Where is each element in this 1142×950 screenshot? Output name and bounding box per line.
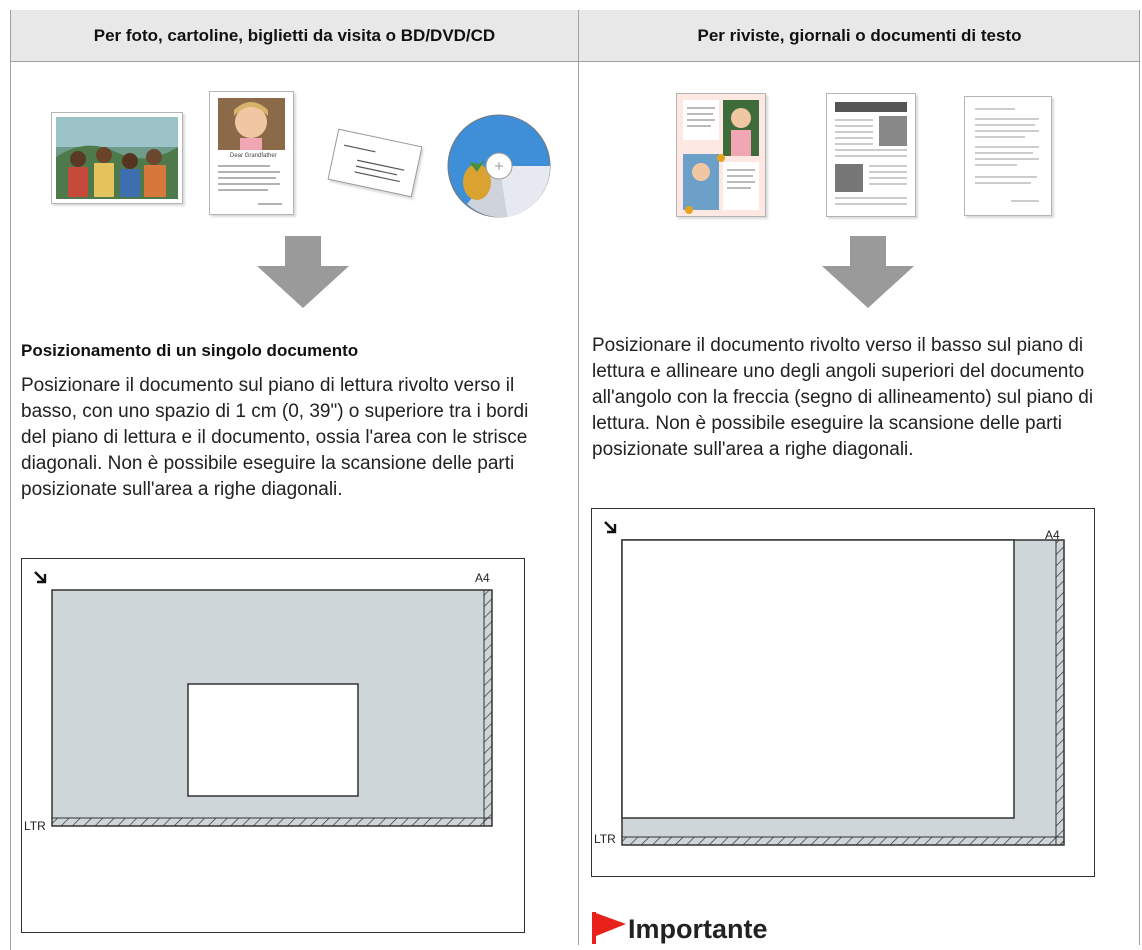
section-subheading: Posizionamento di un singolo documento — [21, 341, 359, 360]
column-header-photos: Per foto, cartoline, biglietti da visita… — [11, 10, 578, 62]
down-arrow-icon — [257, 236, 349, 308]
ltr-label: LTR — [24, 819, 46, 833]
a4-label: A4 — [1045, 528, 1060, 542]
ltr-label: LTR — [594, 832, 616, 846]
family-photo-image — [56, 117, 178, 199]
a4-label: A4 — [475, 571, 490, 585]
photo-thumbnail — [51, 112, 183, 204]
right-instructions: Posizionare il documento rivolto verso i… — [592, 335, 1094, 460]
postcard-image — [218, 98, 285, 205]
important-heading: Importante — [628, 914, 768, 944]
platen-drawing — [51, 589, 493, 827]
platen-diagram-document: A4 LTR — [591, 508, 1095, 877]
disc-image — [447, 114, 551, 218]
platen-diagram-single: A4 LTR — [21, 558, 525, 933]
business-card-image — [343, 144, 405, 183]
magazine-thumbnail — [676, 93, 766, 217]
left-instructions: Posizionare il documento sul piano di le… — [21, 375, 529, 500]
table-right-border — [1139, 10, 1140, 945]
alignment-arrow-icon — [34, 571, 47, 584]
text-document-thumbnail — [964, 96, 1052, 216]
column-divider — [578, 10, 579, 945]
newspaper-thumbnail — [826, 93, 916, 217]
platen-drawing — [621, 539, 1065, 846]
magazine-image — [683, 100, 759, 214]
red-flag-icon — [592, 912, 626, 944]
newspaper-image — [835, 102, 907, 205]
text-document-image — [975, 108, 1039, 202]
disc-thumbnail — [447, 114, 551, 218]
postcard-caption: Dear Grandfather — [230, 153, 277, 159]
important-note: Importante — [592, 910, 768, 944]
down-arrow-icon — [822, 236, 914, 308]
business-card-thumbnail — [327, 128, 423, 198]
alignment-arrow-icon — [604, 521, 617, 534]
column-header-documents: Per riviste, giornali o documenti di tes… — [579, 10, 1140, 62]
postcard-thumbnail: Dear Grandfather — [209, 91, 294, 215]
